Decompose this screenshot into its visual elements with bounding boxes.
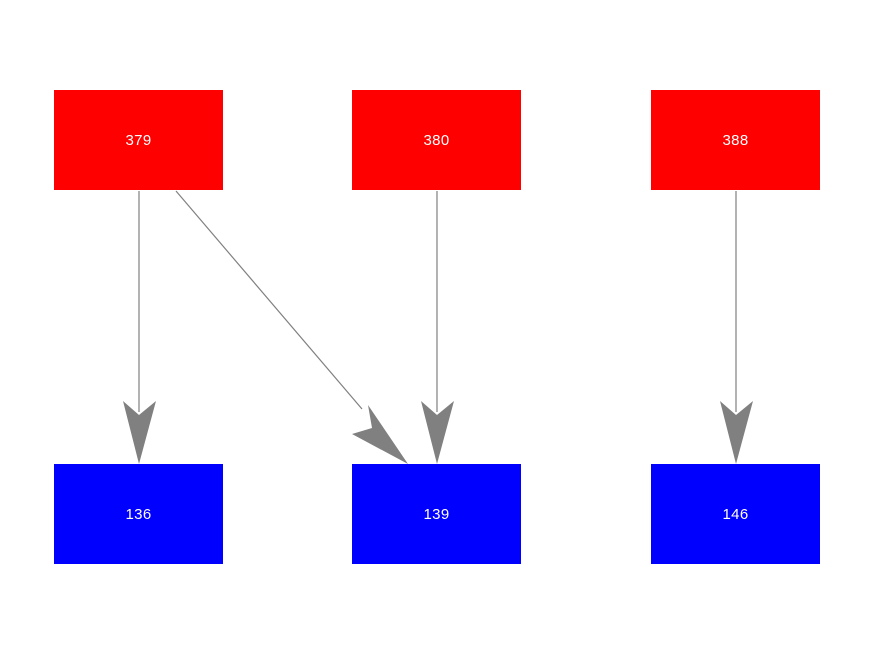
node-label: 146 — [722, 505, 749, 523]
node-388[interactable]: 388 — [651, 90, 820, 190]
node-label: 388 — [722, 131, 749, 149]
edge-388-to-146[interactable] — [720, 191, 753, 464]
edge-379-to-136[interactable] — [123, 191, 156, 464]
edge-380-to-139[interactable] — [421, 191, 454, 464]
arrowhead-icon — [720, 401, 753, 464]
edge-379-to-139[interactable] — [175, 190, 408, 464]
node-136[interactable]: 136 — [54, 464, 223, 564]
arrowhead-icon — [352, 405, 408, 464]
edge-line — [175, 190, 363, 410]
node-label: 139 — [423, 505, 450, 523]
node-139[interactable]: 139 — [352, 464, 521, 564]
arrowhead-icon — [123, 401, 156, 464]
node-label: 380 — [423, 131, 450, 149]
node-379[interactable]: 379 — [54, 90, 223, 190]
node-146[interactable]: 146 — [651, 464, 820, 564]
node-380[interactable]: 380 — [352, 90, 521, 190]
node-label: 136 — [125, 505, 152, 523]
arrowhead-icon — [421, 401, 454, 464]
node-label: 379 — [125, 131, 152, 149]
